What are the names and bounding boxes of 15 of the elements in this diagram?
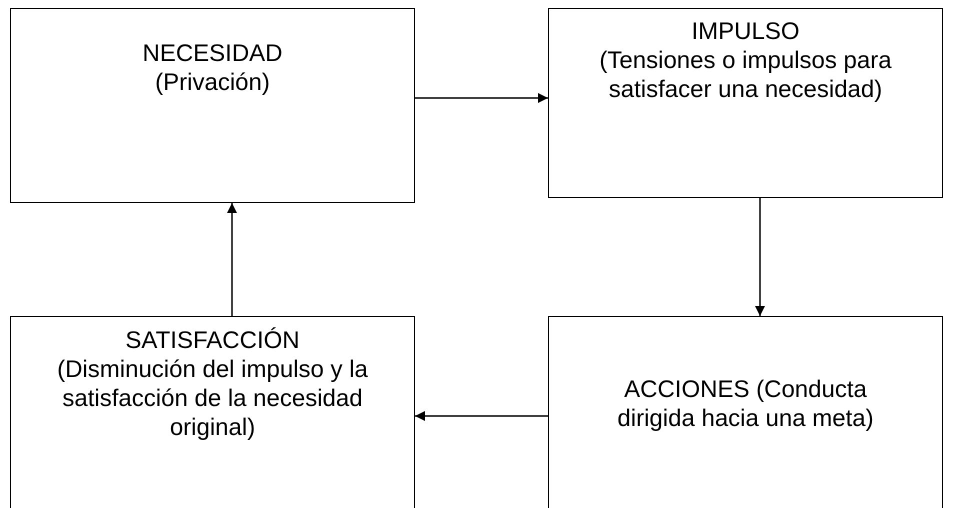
arrow bbox=[755, 198, 765, 316]
arrow bbox=[415, 93, 548, 103]
box-heading: SATISFACCIÓN bbox=[124, 326, 301, 355]
box-text: ACCIONES (Conducta dirigida hacia una meta) bbox=[616, 375, 875, 433]
arrow bbox=[227, 203, 237, 316]
process-box bbox=[10, 8, 415, 203]
box-heading: IMPULSO bbox=[690, 17, 801, 46]
box-text: (Privación) bbox=[154, 68, 271, 97]
box-heading: NECESIDAD bbox=[141, 39, 284, 68]
box-text: (Tensiones o impulsos para satisfacer una necesidad) bbox=[598, 46, 893, 104]
box-text: (Disminución del impulso y la satisfacción de la necesidad original) bbox=[56, 355, 369, 442]
process-box bbox=[10, 316, 415, 508]
process-box bbox=[548, 316, 943, 508]
arrow bbox=[415, 411, 548, 421]
process-box bbox=[548, 8, 943, 198]
